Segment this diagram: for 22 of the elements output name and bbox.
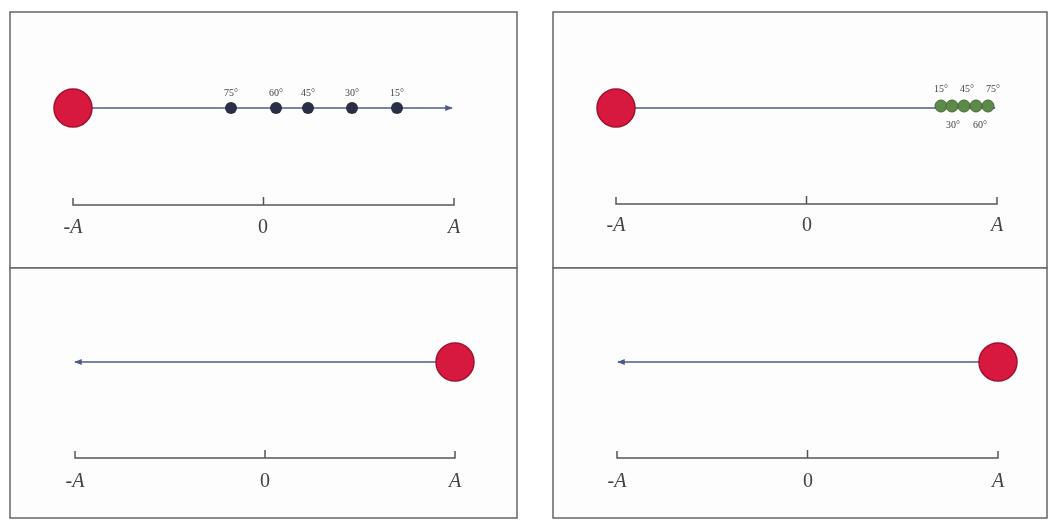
angle-label: 45° (301, 88, 315, 98)
axis-label: A (447, 216, 461, 236)
angle-label: 30° (946, 120, 960, 130)
angle-label: 60° (269, 88, 283, 98)
axis-label: -A (63, 216, 83, 236)
angle-label: 30° (345, 88, 359, 98)
axis-label: 0 (258, 216, 268, 236)
axis-label: A (990, 214, 1004, 234)
angle-label: 75° (224, 88, 238, 98)
axis-label: 0 (260, 470, 270, 490)
axis-label: A (448, 470, 462, 490)
axis-label: -A (607, 470, 627, 490)
angle-label: 15° (934, 84, 948, 94)
axis-label: A (991, 470, 1005, 490)
axis-label: -A (65, 470, 85, 490)
angle-label: 15° (390, 88, 404, 98)
angle-label: 45° (960, 84, 974, 94)
axis-label: 0 (803, 470, 813, 490)
angle-label: 75° (986, 84, 1000, 94)
axis-label: -A (606, 214, 626, 234)
axis-label: 0 (802, 214, 812, 234)
angle-label: 60° (973, 120, 987, 130)
